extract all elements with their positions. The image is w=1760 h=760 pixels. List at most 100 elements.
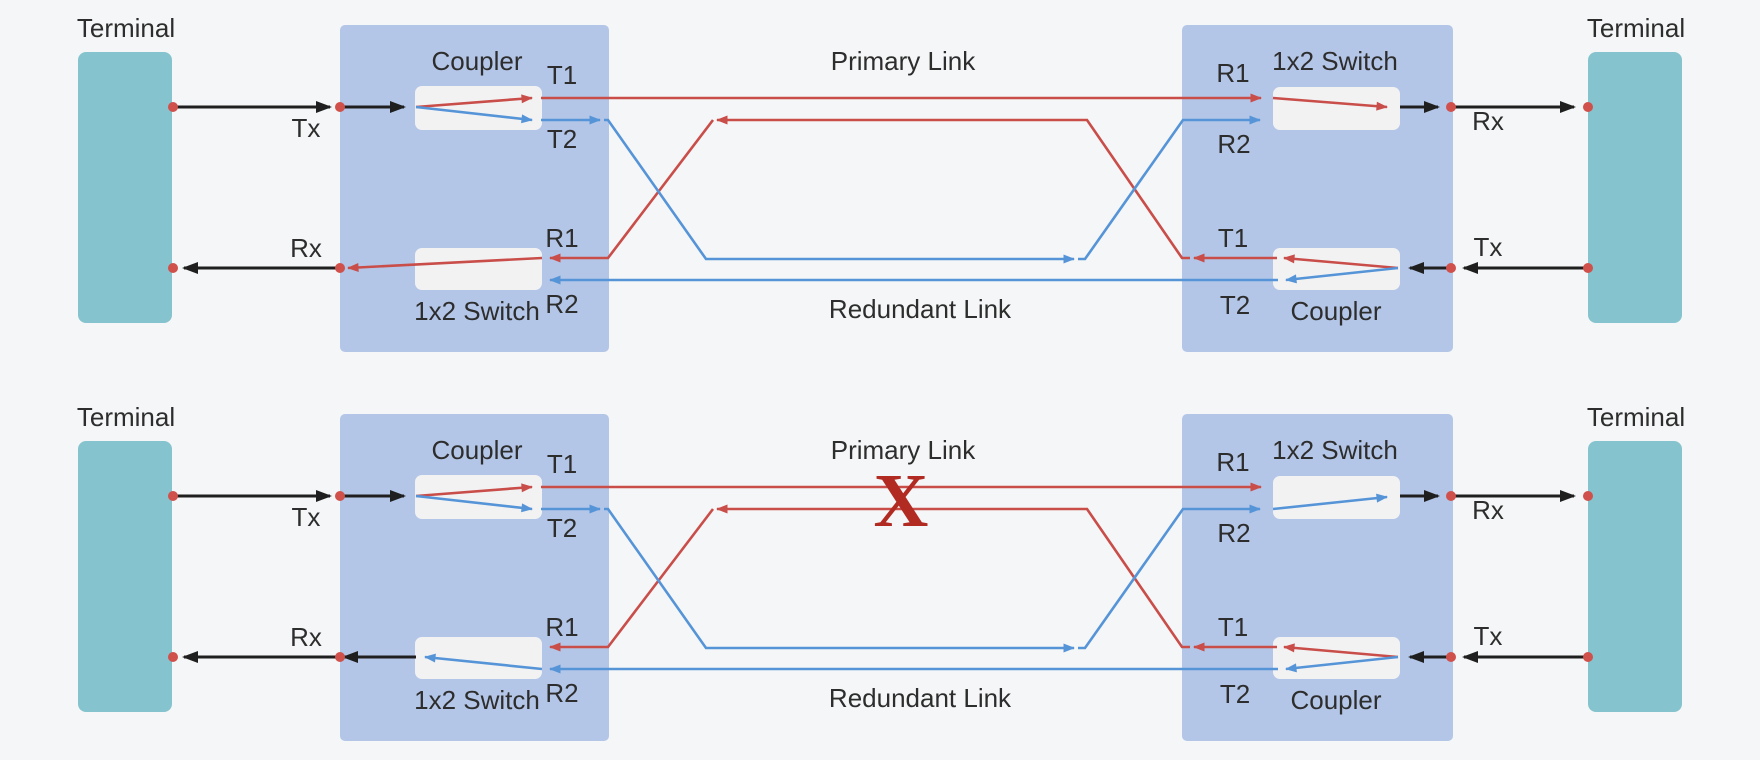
dot	[1446, 491, 1456, 501]
red-return-seg2	[716, 115, 1190, 260]
blue-out-seg3	[1078, 115, 1261, 261]
tx-left-label: Tx	[292, 502, 321, 532]
t2-left-label: T2	[547, 513, 577, 543]
dot	[1583, 652, 1593, 662]
right-coupler-t2-split	[1285, 655, 1399, 673]
right-switch-selected-r2	[1272, 493, 1388, 511]
primary-fiber-path	[415, 482, 1399, 659]
right-coupler-label: Coupler	[1290, 685, 1381, 715]
connection-dots	[168, 491, 1593, 662]
right-terminal-label: Terminal	[1587, 13, 1685, 43]
right-switch-selected-r1	[1272, 96, 1388, 111]
diagram-normal-operation: Terminal Terminal Tx Rx Coupler 1x2 Swit…	[77, 13, 1685, 352]
blue-out-seg3	[1078, 504, 1261, 650]
left-switch-box	[415, 637, 542, 679]
left-terminal-box	[78, 441, 172, 712]
r1-right-label: R1	[1216, 447, 1249, 477]
left-coupler-t1-split	[415, 94, 533, 109]
rx-left-label: Rx	[290, 233, 322, 263]
rx-right-label: Rx	[1472, 495, 1504, 525]
rx-right-label: Rx	[1472, 106, 1504, 136]
red-return-seg2	[716, 504, 1190, 649]
diagram-primary-link-failure: Terminal Terminal Tx Rx Coupler 1x2 Swit…	[77, 402, 1685, 741]
r1-left-label: R1	[545, 612, 578, 642]
primary-link-label: Primary Link	[831, 435, 976, 465]
r2-left-label: R2	[545, 289, 578, 319]
r2-right-label: R2	[1217, 518, 1250, 548]
electrical-lines	[173, 490, 1586, 663]
right-coupler-t1-split	[1283, 643, 1399, 659]
left-switch-selected-r1	[347, 256, 543, 272]
tx-left-label: Tx	[292, 113, 321, 143]
dot	[1583, 102, 1593, 112]
right-terminal-box	[1588, 52, 1682, 323]
dot	[168, 652, 178, 662]
left-switch-label: 1x2 Switch	[414, 685, 540, 715]
left-coupler-t1-split	[415, 483, 533, 498]
t2-right-label: T2	[1220, 679, 1250, 709]
left-switch-selected-r2	[424, 653, 543, 671]
right-switch-label: 1x2 Switch	[1272, 435, 1398, 465]
redundant-link-label: Redundant Link	[829, 683, 1012, 713]
left-coupler-box	[415, 86, 542, 130]
primary-link-label: Primary Link	[831, 46, 976, 76]
t1-right-label: T1	[1218, 223, 1248, 253]
right-coupler-box	[1273, 637, 1400, 679]
redundant-link-label: Redundant Link	[829, 294, 1012, 324]
t1-right-label: T1	[1218, 612, 1248, 642]
t2-right-label: T2	[1220, 290, 1250, 320]
right-coupler-t2-split	[1285, 266, 1399, 284]
dot	[168, 263, 178, 273]
blue-out-seg2	[604, 507, 1075, 653]
redundant-fiber-path	[415, 493, 1399, 674]
t2-left-label: T2	[547, 124, 577, 154]
right-switch-box	[1273, 87, 1400, 130]
dot	[168, 102, 178, 112]
left-terminal-box	[78, 52, 172, 323]
tx-right-label: Tx	[1474, 232, 1503, 262]
right-terminal-label: Terminal	[1587, 402, 1685, 432]
dot	[168, 491, 178, 501]
dot	[1446, 102, 1456, 112]
blue-out-seg2	[604, 118, 1075, 264]
link-failure-x-icon: X	[874, 459, 929, 543]
electrical-lines	[173, 101, 1586, 274]
dot	[335, 491, 345, 501]
left-coupler-label: Coupler	[431, 46, 522, 76]
left-terminal-label: Terminal	[77, 402, 175, 432]
right-coupler-label: Coupler	[1290, 296, 1381, 326]
left-coupler-t2-split	[415, 105, 533, 124]
r1-left-label: R1	[545, 223, 578, 253]
red-return-seg3	[549, 119, 715, 263]
dot	[335, 263, 345, 273]
left-coupler-label: Coupler	[431, 435, 522, 465]
redundant-fiber-path	[415, 105, 1399, 285]
left-switch-box	[415, 248, 542, 290]
r2-right-label: R2	[1217, 129, 1250, 159]
left-switch-label: 1x2 Switch	[414, 296, 540, 326]
connection-dots	[168, 102, 1593, 273]
r1-right-label: R1	[1216, 58, 1249, 88]
dot	[1583, 491, 1593, 501]
t1-left-label: T1	[547, 449, 577, 479]
dot	[335, 652, 345, 662]
left-coupler-t2-split	[415, 494, 533, 513]
right-switch-label: 1x2 Switch	[1272, 46, 1398, 76]
dot	[335, 102, 345, 112]
red-return-seg3	[549, 508, 715, 652]
left-terminal-label: Terminal	[77, 13, 175, 43]
right-coupler-t1-split	[1283, 254, 1399, 270]
dot	[1446, 263, 1456, 273]
left-coupler-box	[415, 475, 542, 519]
r2-left-label: R2	[545, 678, 578, 708]
dot	[1583, 263, 1593, 273]
primary-fiber-path	[347, 93, 1399, 272]
tx-right-label: Tx	[1474, 621, 1503, 651]
right-terminal-box	[1588, 441, 1682, 712]
t1-left-label: T1	[547, 60, 577, 90]
rx-left-label: Rx	[290, 622, 322, 652]
right-coupler-box	[1273, 248, 1400, 290]
right-switch-box	[1273, 476, 1400, 519]
